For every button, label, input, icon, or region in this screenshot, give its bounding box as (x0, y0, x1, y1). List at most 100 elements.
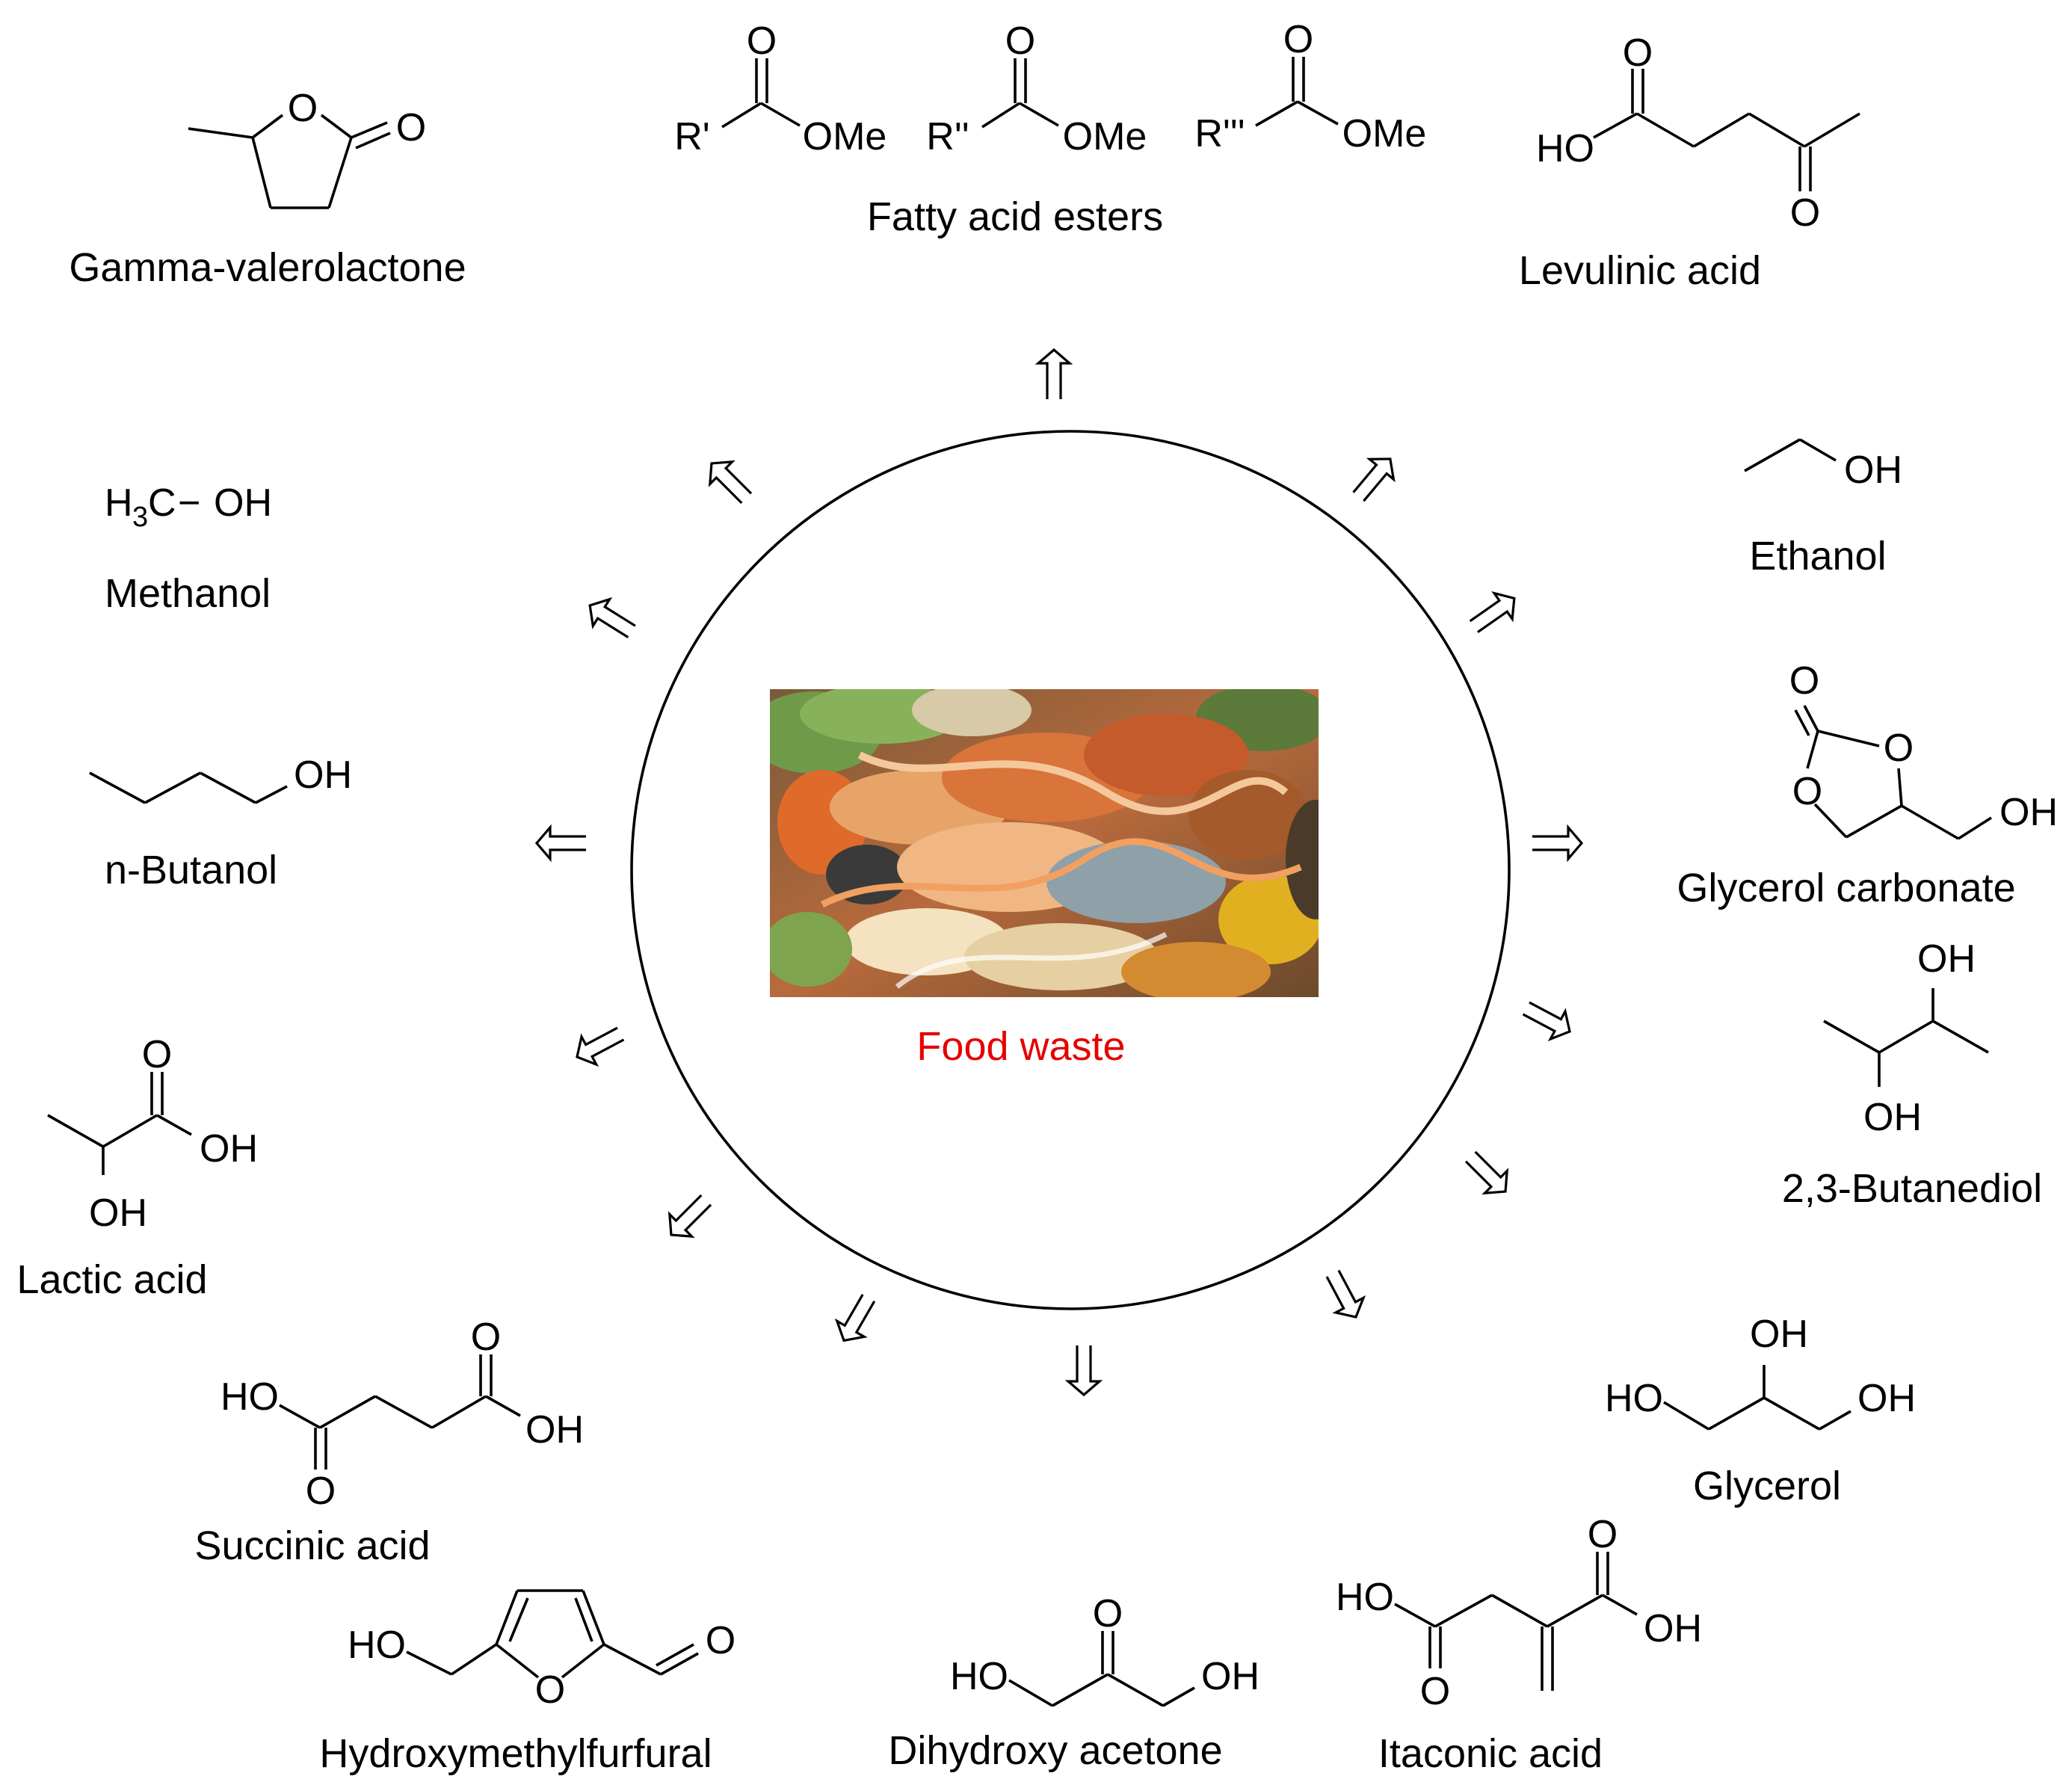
chemical-bond (1813, 803, 1848, 839)
food-waste-photo (770, 689, 1319, 997)
compound-n-butanol: OH n-Butanol (89, 753, 352, 892)
arrow-up-right-1 (1352, 457, 1396, 502)
atom-label: HO (348, 1624, 406, 1667)
atom-label: R' (674, 115, 709, 158)
chemical-bond (355, 132, 391, 149)
compound-methanol: H 3 C − OH Methanol (105, 481, 272, 616)
chemical-bond (102, 1114, 158, 1148)
chemical-bond (1794, 709, 1810, 736)
chemical-bond (279, 1404, 321, 1429)
chemical-bond (1846, 804, 1902, 839)
atom-label: O (1005, 19, 1035, 63)
arrow-left (534, 824, 586, 863)
chemical-bond (1602, 1594, 1638, 1616)
arrow-down-right-3 (1325, 1269, 1366, 1319)
double-outline-arrow-icon (588, 596, 636, 638)
atom-label: OH (525, 1408, 584, 1452)
atom-label: HO (950, 1655, 1008, 1698)
atom-label: OH (214, 481, 272, 525)
atom-label: O (535, 1668, 565, 1712)
compound-2-3-butanediol: OH OH 2,3-Butanediol (1782, 937, 2042, 1211)
compound-ethanol: OH Ethanol (1744, 438, 1902, 579)
atom-label: OH (1917, 937, 1976, 981)
chemical-bond (251, 137, 272, 209)
compound-name: Levulinic acid (1519, 248, 1761, 293)
double-outline-arrow-icon (1352, 457, 1396, 502)
arrow-up-right-2 (1469, 591, 1516, 634)
chemical-bond (1819, 1410, 1851, 1431)
chemical-bond (1547, 1594, 1603, 1628)
chemical-bond (656, 1643, 694, 1667)
double-outline-arrow-icon (1469, 591, 1516, 634)
compound-name: Methanol (105, 571, 271, 616)
double-outline-arrow-icon (708, 460, 753, 505)
atom-label: O (306, 1470, 336, 1513)
atom-label: OH (1863, 1096, 1922, 1139)
atom-label: O (1884, 727, 1914, 770)
compound-name: Lactic acid (16, 1257, 207, 1302)
compound-hydroxymethylfurfural: HO O O Hydroxymethylfurfural (319, 1589, 736, 1776)
chemical-bond (1663, 1401, 1709, 1431)
atom-label: O (1790, 191, 1820, 235)
atom-label: OH (1201, 1655, 1259, 1698)
arrow-up-left-1 (588, 596, 636, 638)
chemical-bond (1897, 768, 1903, 807)
atom-label: O (1588, 1513, 1618, 1556)
atom-label: OMe (1342, 112, 1427, 155)
atom-label: O (747, 19, 777, 63)
chemical-bond (981, 102, 1020, 129)
compound-name: Succinic acid (194, 1523, 430, 1568)
hub-circle (630, 430, 1511, 1310)
atom-label: O (1792, 770, 1822, 813)
arrow-up (1035, 348, 1073, 399)
chemical-bond (406, 1650, 452, 1676)
chemical-bond (1804, 112, 1860, 148)
compound-gamma-valerolactone: O O Gamma-valerolactone (69, 87, 466, 290)
chemical-bond (1901, 804, 1959, 840)
chemical-bond (251, 114, 284, 139)
atom-label: OMe (1063, 115, 1147, 158)
center-label: Food waste (916, 1024, 1125, 1069)
compound-name: Glycerol carbonate (1677, 866, 2015, 910)
chemical-bond (319, 1395, 376, 1429)
compound-levulinic-acid: HO O O Levulinic acid (1519, 31, 1860, 293)
chemical-bond (1806, 730, 1819, 769)
chemical-bond (1297, 100, 1339, 126)
chemical-bond (1394, 1603, 1436, 1628)
atom-label: O (1283, 18, 1313, 61)
chemical-bond (508, 1597, 529, 1642)
compound-name: Hydroxymethylfurfural (319, 1731, 712, 1776)
chemical-bond (327, 137, 353, 209)
chemical-bond (1748, 112, 1805, 148)
atom-label: 3 (132, 502, 148, 533)
chemical-bond (1744, 438, 1801, 472)
chemical-bond (255, 785, 288, 804)
compound-itaconic-acid: HO O OH O Itaconic acid (1336, 1513, 1702, 1776)
chemical-bond (351, 121, 388, 139)
chemical-bond (200, 771, 256, 804)
double-outline-arrow-icon (1522, 1001, 1571, 1042)
chemical-bond (1052, 1673, 1109, 1707)
chemical-bond (1878, 1020, 1934, 1054)
chemical-bond (1636, 112, 1695, 148)
atom-label: O (142, 1033, 172, 1076)
chemical-bond (760, 102, 801, 127)
atom-label: R'' (926, 115, 969, 158)
compound-name: 2,3-Butanediol (1782, 1166, 2042, 1211)
chemical-bond (156, 1114, 192, 1136)
arrow-down (1064, 1345, 1103, 1397)
chemical-bond (1817, 730, 1880, 747)
chemical-bond (47, 1114, 104, 1148)
compound-name: Itaconic acid (1378, 1731, 1603, 1776)
double-outline-arrow-icon (576, 1026, 625, 1067)
chemical-bond (721, 102, 762, 129)
chemical-bond (1019, 102, 1059, 127)
arrow-down-right-2 (1464, 1150, 1509, 1195)
atom-label: OH (200, 1127, 258, 1171)
chemical-bond (1008, 1679, 1053, 1707)
double-outline-arrow-icon (1532, 824, 1584, 863)
chemical-bond (1491, 1594, 1548, 1628)
atom-label: OH (294, 753, 352, 797)
atom-label: OH (1844, 448, 1902, 492)
